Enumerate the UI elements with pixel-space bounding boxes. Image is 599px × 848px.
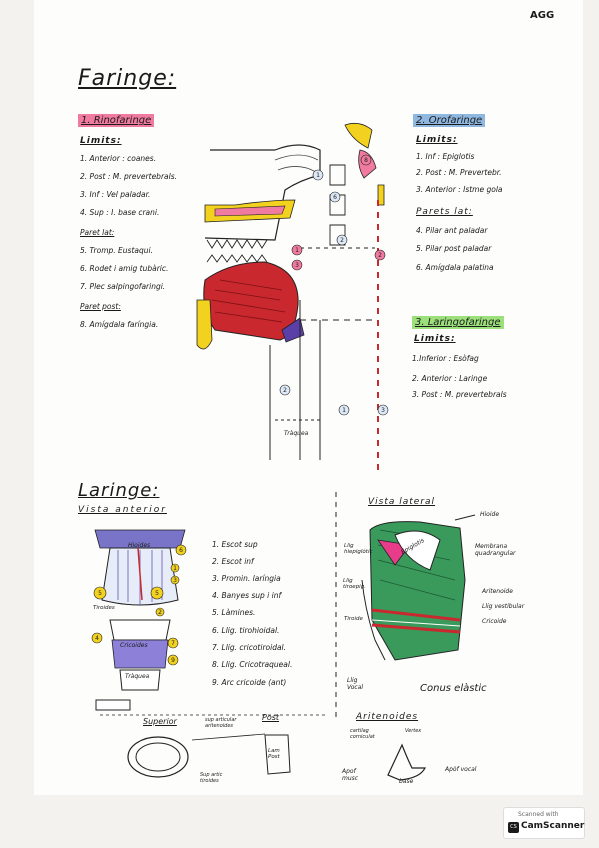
rino-limit-2: 2. Post : M. prevertebrals. [80,172,177,181]
aritenoides-title: Aritenoides [356,712,419,722]
conus-label: Conus elàstic [420,683,487,694]
rinofaringe-title: 1. Rinofaringe [78,114,155,127]
svg-text:9: 9 [171,657,175,664]
traquea-label-anterior: Tràquea [125,673,150,680]
cricoides-label: Cricoides [120,642,148,649]
orofaringe-title: 2. Orofaringe [413,114,486,127]
superior-title: Superior [143,717,177,726]
traquea-label-top: Tràquea [284,430,309,437]
lig-vocal-label: Llig Vocal [347,677,364,691]
rino-paret-post-1: 8. Amígdala faríngia. [80,320,159,329]
svg-text:2: 2 [158,609,162,616]
rino-limit-4: 4. Sup : I. base crani. [80,208,160,217]
aritenoide-label: Aritenoide [482,588,513,595]
ant-item-3: 3. Promin. laríngia [212,574,281,583]
svg-text:1: 1 [316,172,320,179]
svg-text:4: 4 [95,635,99,642]
hioide-label: Hioide [480,511,500,518]
vista-anterior-title: Vista anterior [78,505,167,515]
laringofaringe-title: 3. Laringofaringe [412,316,504,329]
camscanner-logo-icon: CS [508,822,519,833]
post-title: Post [262,713,280,722]
svg-text:1: 1 [342,407,346,414]
rino-paret-lat-3: 7. Plec salpingofaringi. [80,282,166,291]
apof-vocal-label: Apòf vocal [445,766,477,773]
svg-text:3: 3 [173,577,177,584]
svg-text:6: 6 [179,547,183,554]
oro-limit-1: 1. Inf : Epiglotis [416,152,475,161]
laringo-limit-3: 3. Post : M. prevertebrals [412,390,507,399]
svg-text:8: 8 [364,157,368,164]
laringe-title: Laringe: [78,480,160,501]
laringo-limit-2: 2. Anterior : Laringe [412,374,488,383]
ant-item-8: 8. Llig. Cricotraqueal. [212,660,293,669]
lig-vestibular-label: Llig vestibular [482,603,525,610]
oro-parets-lat-1: 4. Pilar ant paladar [416,226,488,235]
rino-paret-lat-1: 5. Tromp. Eustaqui. [80,246,153,255]
svg-text:5: 5 [155,590,159,597]
scanned-with-text: Scanned with [518,811,559,818]
svg-text:3: 3 [381,407,385,414]
ant-item-5: 5. Làmines. [212,608,256,617]
hioides-label: Hioides [128,542,151,549]
ant-item-6: 6. Llig. tirohioidal. [212,626,280,635]
laringofaringe-limits-label: Limits: [414,334,456,344]
tiroides-label: Tiroides [93,605,115,611]
apof-musc-label: Apof musc [342,768,359,782]
rino-paret-lat-label: Paret lat: [80,228,115,237]
rino-paret-lat-2: 6. Rodet i amig tubàric. [80,264,169,273]
camscanner-brand: CamScanner [521,821,585,831]
rino-limit-3: 3. Inf : Vel paladar. [80,190,151,199]
oro-limit-3: 3. Anterior : Istme gola [416,185,503,194]
svg-text:2: 2 [378,252,382,259]
rino-paret-post-label: Paret post: [80,302,121,311]
camscanner-watermark: Scanned with CS CamScanner [503,807,585,839]
ant-item-7: 7. Llig. cricotiroidal. [212,643,287,652]
vertex-label: Vertex [405,728,422,734]
oro-parets-lat-2: 5. Pilar post paladar [416,244,492,253]
oro-limit-2: 2. Post : M. Prevertebr. [416,168,502,177]
orofaringe-limits-label: Limits: [416,135,458,145]
lig-hiepig-label: Llig hiepiglòtic [344,543,373,555]
svg-text:3: 3 [295,262,299,269]
ant-item-4: 4. Banyes sup i inf [212,591,282,600]
cartilag-label: cartilag corniculat [350,728,375,740]
base-label: base [399,778,414,785]
svg-text:1: 1 [173,565,177,572]
sup-aritenoides-label: sup articular aritenoides [205,717,237,729]
faringe-title: Faringe: [78,66,177,91]
svg-text:7: 7 [171,640,175,647]
cricoide-label: Cricoide [482,618,507,625]
tiroide-label: Tiroide [344,616,363,622]
author-initials: AGG [530,10,555,21]
rinofaringe-limits-label: Limits: [80,136,122,146]
membrana-label: Membrana quadrangular [475,543,516,557]
vista-lateral-title: Vista lateral [368,497,436,507]
lam-post-label: Lam Post [268,748,280,760]
laringo-limit-1: 1.Inferior : Esòfag [412,354,479,363]
oro-parets-lat-label: Parets lat: [416,207,473,217]
ant-item-9: 9. Arc cricoide (ant) [212,678,287,687]
lig-tiroepig-label: Llig tiroepig. [343,578,366,590]
oro-parets-lat-3: 6. Amígdala palatina [416,263,494,272]
ant-item-2: 2. Escot inf [212,557,254,566]
svg-text:1: 1 [295,247,299,254]
rino-limit-1: 1. Anterior : coanes. [80,154,157,163]
sup-tiroides-label: Sup artic tiroides [200,772,223,784]
ant-item-1: 1. Escot sup [212,540,258,549]
svg-text:6: 6 [333,194,337,201]
svg-text:2: 2 [283,387,287,394]
svg-text:2: 2 [340,237,344,244]
svg-text:5: 5 [98,590,102,597]
